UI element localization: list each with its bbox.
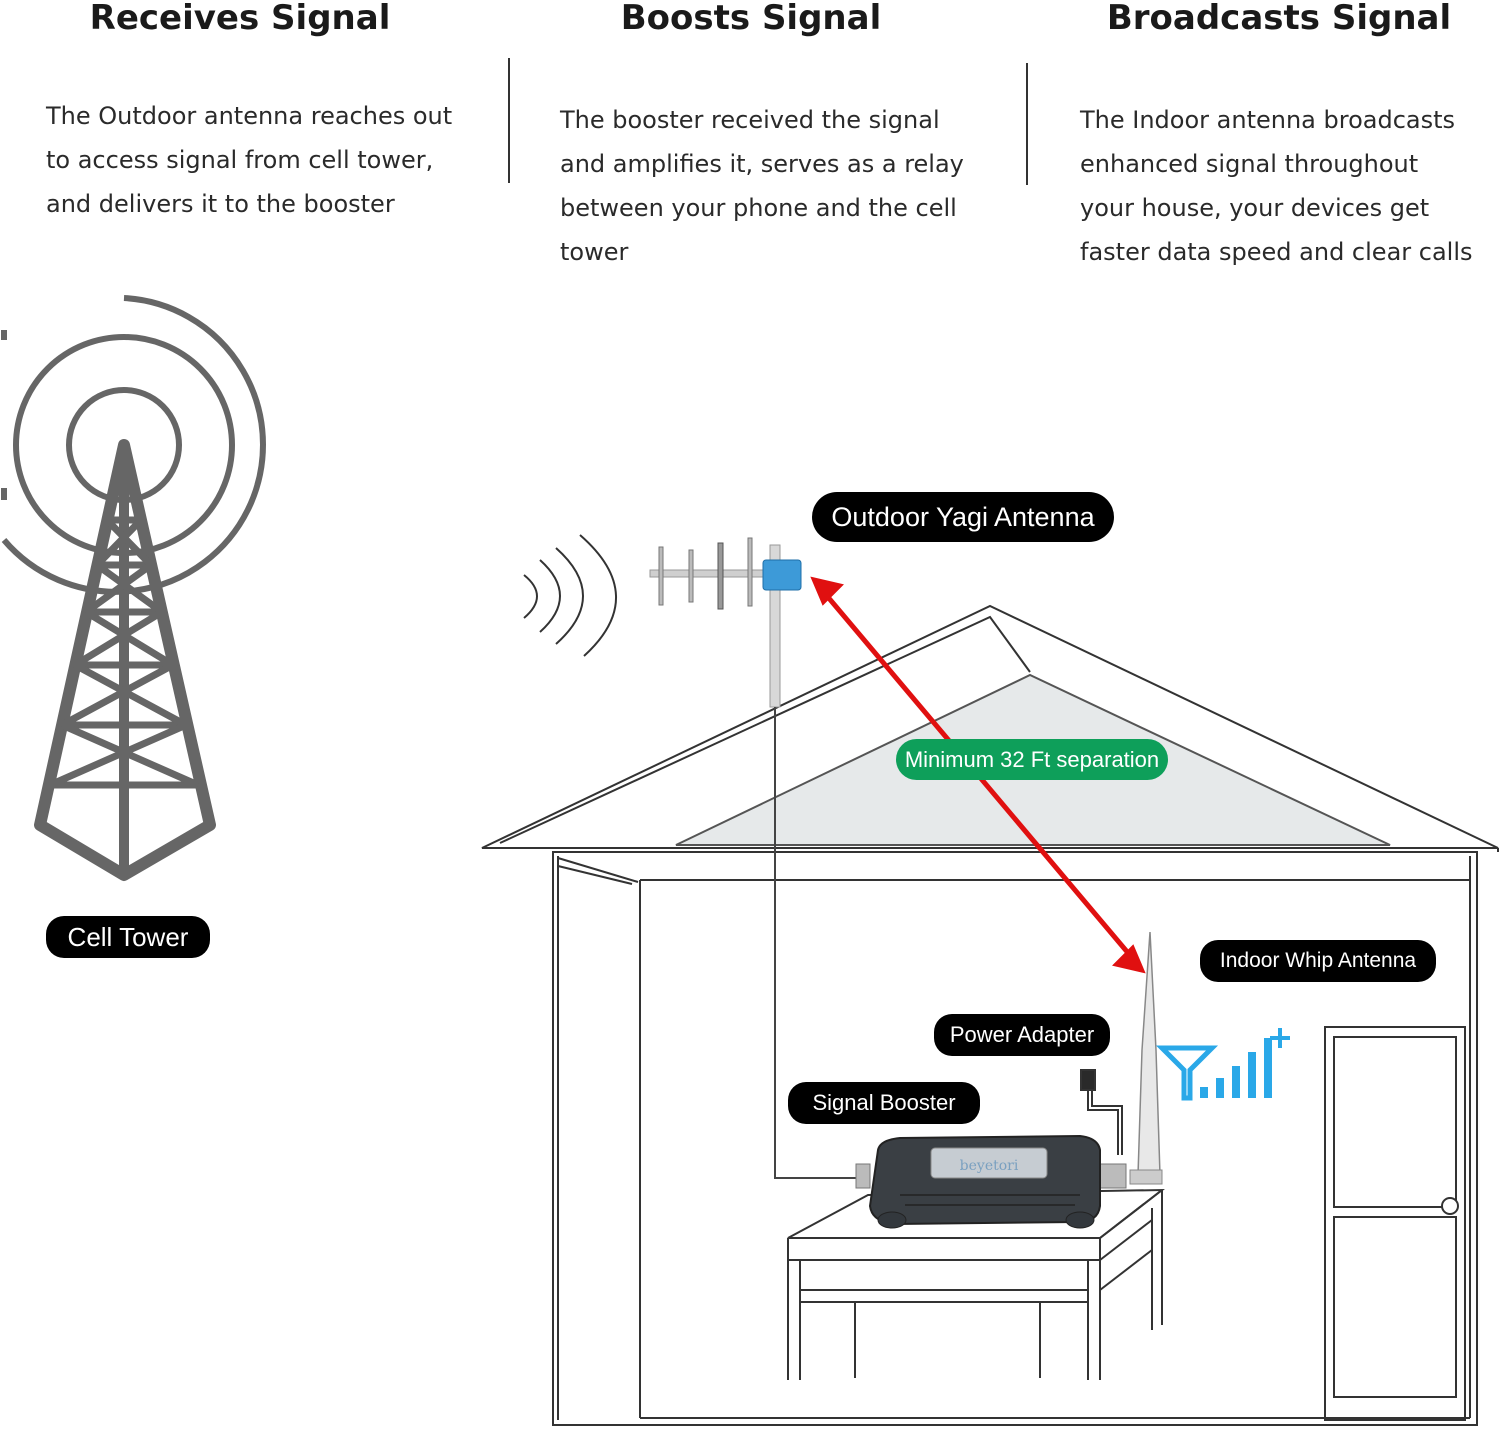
- antenna-cable: [774, 707, 860, 1179]
- column-line: faster data speed and clear calls: [1080, 238, 1473, 266]
- cell-tower-label: Cell Tower: [46, 916, 210, 958]
- column-line: and delivers it to the booster: [46, 190, 395, 218]
- separation-label: Minimum 32 Ft separation: [896, 739, 1168, 780]
- door: [1324, 1026, 1466, 1421]
- outdoor-antenna-label: Outdoor Yagi Antenna: [812, 492, 1114, 542]
- column-title-broadcasts: Broadcasts Signal: [1106, 0, 1452, 38]
- column-receives: Receives Signal The Outdoor antenna reac…: [40, 0, 480, 226]
- column-divider: [508, 58, 510, 183]
- column-line: The Indoor antenna broadcasts: [1080, 106, 1456, 134]
- yagi-antenna: [649, 537, 802, 708]
- column-title-boosts: Boosts Signal: [620, 0, 882, 38]
- column-title-receives: Receives Signal: [89, 0, 391, 38]
- signal-booster-label: Signal Booster: [788, 1082, 980, 1124]
- column-line: enhanced signal throughout: [1080, 150, 1419, 178]
- column-line: between your phone and the cell: [560, 194, 957, 222]
- column-boosts: Boosts Signal The booster received the s…: [556, 0, 1006, 274]
- signal-bars-icon: [1155, 1028, 1290, 1101]
- whip-antenna: [1129, 931, 1163, 1185]
- cell-tower-icon: [1, 295, 266, 881]
- booster-brand-label: beyetori: [960, 1158, 1019, 1174]
- column-line: to access signal from cell tower,: [46, 146, 434, 174]
- indoor-antenna-label: Indoor Whip Antenna: [1200, 940, 1436, 982]
- column-line: and amplifies it, serves as a relay: [560, 150, 964, 178]
- power-adapter-label: Power Adapter: [934, 1014, 1110, 1056]
- column-broadcasts: Broadcasts Signal The Indoor antenna bro…: [1074, 0, 1500, 274]
- signal-booster: beyetori: [855, 1134, 1127, 1229]
- column-divider: [1026, 63, 1028, 185]
- column-line: The Outdoor antenna reaches out: [46, 102, 453, 130]
- power-adapter: [1080, 1069, 1123, 1155]
- broadcast-waves-icon: [523, 534, 617, 657]
- column-line: The booster received the signal: [560, 106, 940, 134]
- column-line: your house, your devices get: [1080, 194, 1430, 222]
- column-line: tower: [560, 238, 629, 266]
